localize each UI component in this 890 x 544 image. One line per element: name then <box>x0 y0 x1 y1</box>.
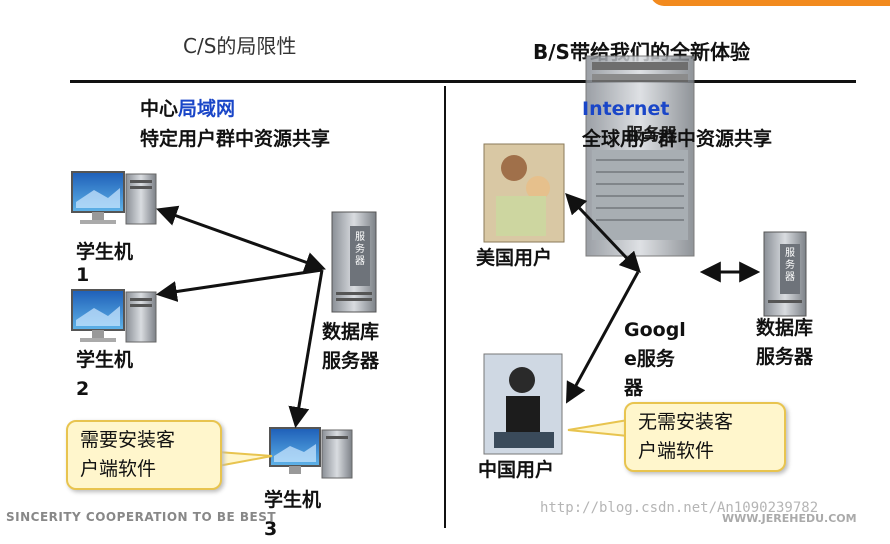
client-2-number: 2 <box>76 378 90 400</box>
right-db-label-line2: 服务器 <box>756 346 814 368</box>
left-panel-title: C/S的局限性 <box>183 34 297 58</box>
vertical-divider <box>444 86 446 528</box>
computer-icon-client-1 <box>71 171 157 225</box>
left-heading-subtitle: 特定用户群中资源共享 <box>140 128 331 150</box>
right-heading-internet: Internet <box>582 98 670 120</box>
server-icon-right <box>763 231 807 317</box>
usa-user-photo <box>483 143 565 243</box>
china-user-photo <box>483 353 563 455</box>
callout-client-install: 需要安装客 户端软件 <box>66 420 222 490</box>
computer-icon-client-3 <box>269 427 353 479</box>
diagram-graphics <box>71 55 807 479</box>
header-accent-bar <box>650 0 890 6</box>
footer-slogan: SINCERITY COOPERATION TO BE BEST <box>6 510 277 524</box>
client-1-number: 1 <box>76 264 90 286</box>
right-db-server-label: 数据库 服务器 <box>756 314 813 372</box>
google-server-label-line2: e服务 <box>624 348 675 370</box>
callout-no-install: 无需安装客 户端软件 <box>624 402 786 472</box>
blog-watermark: http://blog.csdn.net/An1090239782 <box>540 500 819 516</box>
right-db-label-line1: 数据库 <box>756 317 814 339</box>
client-1-label: 学生机 1 <box>76 238 133 290</box>
computer-icon-client-2 <box>71 289 157 343</box>
left-heading: 中心局域网 <box>140 94 235 124</box>
client-3-label: 学生机 3 <box>264 486 322 540</box>
server-box-text-left: 服务器 <box>355 232 365 267</box>
left-heading-prefix: 中心 <box>140 98 179 120</box>
callout-pointer-right <box>567 418 629 438</box>
left-server-label-line1: 数据库 <box>322 321 380 343</box>
left-server-label-line2: 服务器 <box>322 350 380 372</box>
right-heading-subtitle: 全球用户群中资源共享 <box>582 128 773 150</box>
horizontal-divider <box>70 80 856 83</box>
connection-arrows-left <box>155 205 326 429</box>
callout-right-line1: 无需安装客 <box>638 411 734 433</box>
google-server-label: Googl e服务 器 <box>624 316 686 403</box>
client-1-label-text: 学生机 <box>76 241 134 263</box>
server-box-text-right: 服务器 <box>785 248 795 283</box>
callout-right-line2: 户端软件 <box>638 440 715 462</box>
server-icon-large <box>585 55 695 257</box>
callout-left-line2: 户端软件 <box>80 458 157 480</box>
google-server-label-line1: Googl <box>624 319 686 341</box>
google-server-label-line3: 器 <box>624 377 644 399</box>
server-icon-left <box>331 211 377 313</box>
client-3-number: 3 <box>264 518 278 540</box>
server-box-text-large: 服务器 <box>626 125 677 145</box>
connection-arrows-right <box>565 192 761 404</box>
callout-left-line1: 需要安装客 <box>80 429 176 451</box>
client-2-label-text: 学生机 <box>76 349 134 371</box>
left-server-label: 数据库 服务器 <box>322 318 379 376</box>
china-user-label: 中国用户 <box>478 459 555 481</box>
client-2-label: 学生机 2 <box>76 346 133 404</box>
usa-user-label: 美国用户 <box>476 247 553 269</box>
footer-site: WWW.JEREHEDU.COM <box>722 512 857 525</box>
left-heading-highlight: 局域网 <box>178 98 236 120</box>
client-3-label-text: 学生机 <box>264 489 322 511</box>
callout-pointer-left <box>217 450 273 468</box>
